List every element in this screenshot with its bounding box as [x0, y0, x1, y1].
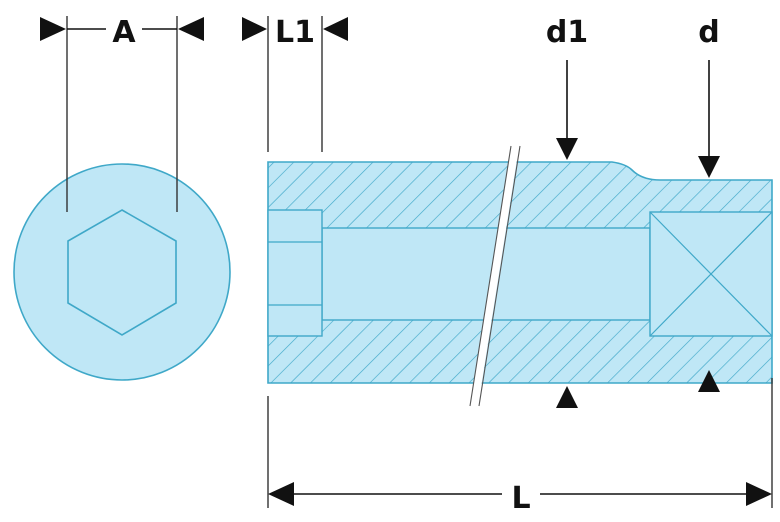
arrow-l-right [746, 482, 772, 506]
end-view [13, 163, 231, 381]
dimension-d: d [698, 15, 720, 392]
arrow-d-top [698, 156, 720, 178]
hex-end-opening [267, 209, 323, 337]
arrow-l1-left [242, 17, 267, 41]
dimension-l1: L1 [242, 15, 348, 152]
arrow-l-left [268, 482, 294, 506]
break-lines [469, 145, 521, 407]
label-a: A [112, 15, 136, 50]
label-d: d [698, 15, 719, 50]
arrow-d1-bottom [556, 386, 578, 408]
arrow-a-left [40, 17, 66, 41]
arrow-l1-right [323, 17, 348, 41]
dimension-d1: d1 [546, 15, 588, 408]
dimension-a: A [40, 15, 204, 212]
hex-opening [67, 209, 177, 336]
label-l: L [511, 481, 530, 516]
section-view [267, 145, 773, 407]
arrow-a-right [178, 17, 204, 41]
label-l1: L1 [275, 15, 315, 50]
label-d1: d1 [546, 15, 588, 50]
dimension-l: L [267, 378, 773, 516]
arrow-d1-top [556, 138, 578, 160]
arrow-d-bottom [698, 370, 720, 392]
